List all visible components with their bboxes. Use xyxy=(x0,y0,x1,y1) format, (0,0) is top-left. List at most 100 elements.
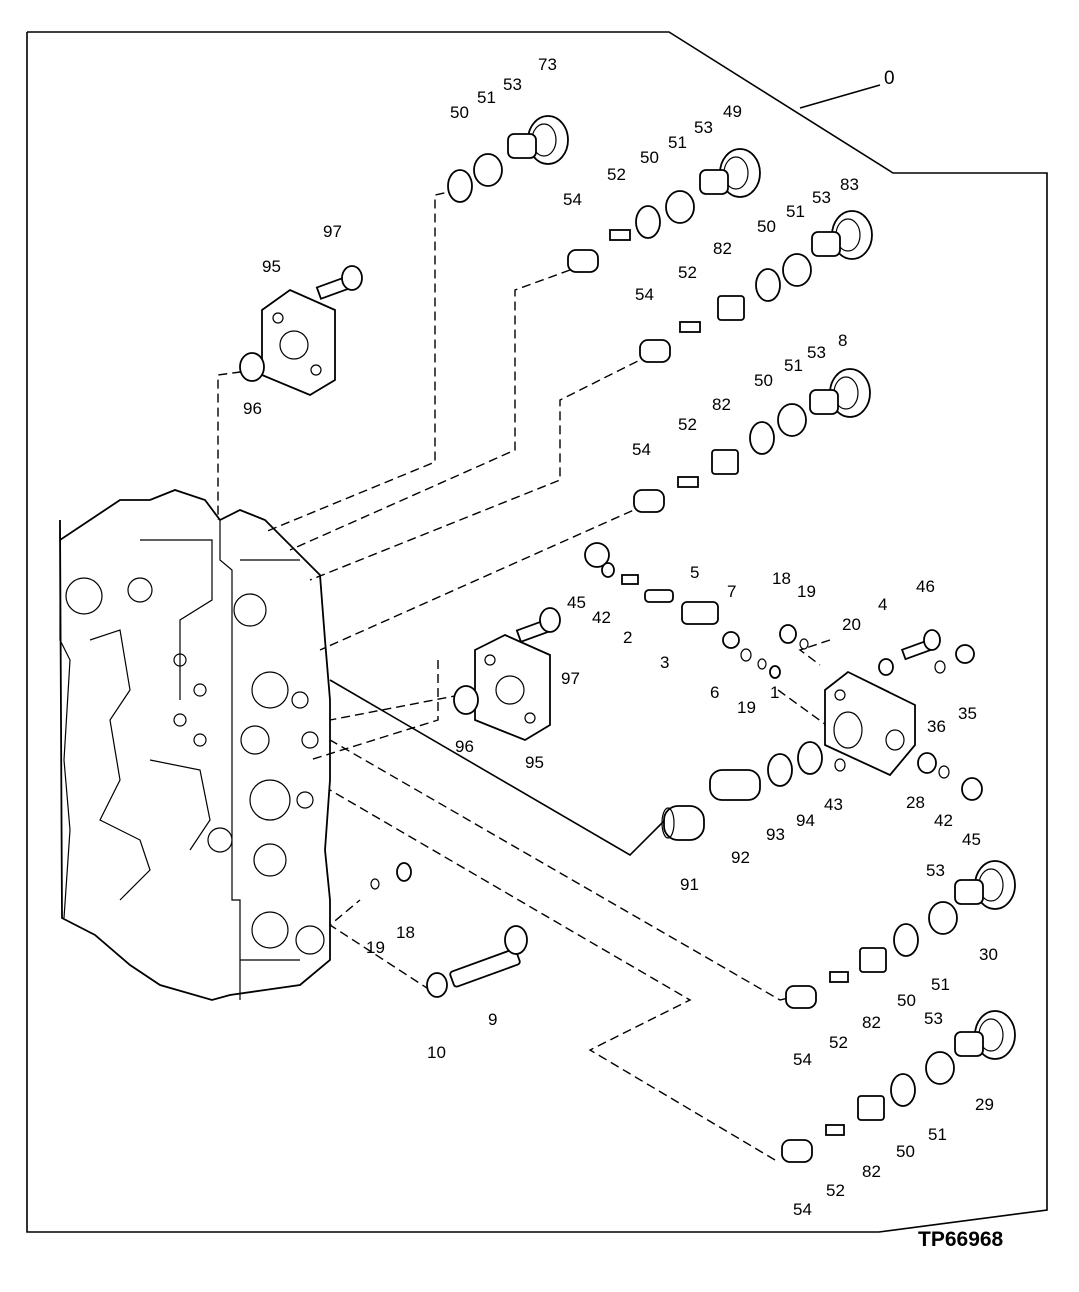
callout-label: 83 xyxy=(840,175,859,194)
o-ring-19 xyxy=(757,658,767,670)
callout-label: 95 xyxy=(262,257,281,276)
plug-35 xyxy=(955,644,975,664)
callout-label: 82 xyxy=(713,239,732,258)
callout-label: 7 xyxy=(727,582,736,601)
plug-cap-8 xyxy=(809,368,871,418)
callout-label: 52 xyxy=(829,1033,848,1052)
callout-label: 49 xyxy=(723,102,742,121)
callout-label: 8 xyxy=(838,331,847,350)
callout-label: 51 xyxy=(928,1125,947,1144)
valve-5 xyxy=(681,601,719,625)
drawing-code: TP66968 xyxy=(918,1228,1004,1251)
callout-label: 2 xyxy=(623,628,632,647)
callout-label: 97 xyxy=(323,222,342,241)
ring-7 xyxy=(722,631,740,649)
callout-label: 50 xyxy=(640,148,659,167)
callout-label: 10 xyxy=(427,1043,446,1062)
callout-label: 50 xyxy=(754,371,773,390)
callout-label: 53 xyxy=(807,343,826,362)
parts xyxy=(239,84,1016,1163)
plug-cap-30 xyxy=(954,860,1016,910)
o-ring-96 xyxy=(239,352,265,382)
callout-label: 46 xyxy=(916,577,935,596)
o-ring-50 xyxy=(893,923,919,957)
poppet-54 xyxy=(567,249,599,273)
poppet-54 xyxy=(781,1139,813,1163)
spring-52 xyxy=(679,321,701,333)
callout-label: 54 xyxy=(793,1200,812,1219)
backup-ring-51 xyxy=(665,190,695,224)
callout-label: 28 xyxy=(906,793,925,812)
callout-label: 51 xyxy=(668,133,687,152)
spring-92 xyxy=(709,769,761,801)
callout-label: 5 xyxy=(690,563,699,582)
callout-label: 82 xyxy=(862,1013,881,1032)
callout-label: 3 xyxy=(660,653,669,672)
poppet-54 xyxy=(633,489,665,513)
o-ring-19 xyxy=(370,878,380,890)
o-ring-93 xyxy=(767,753,793,787)
callout-label: 51 xyxy=(477,88,496,107)
callout-label: 94 xyxy=(796,811,815,830)
plug-45 xyxy=(961,777,983,801)
sleeve-82 xyxy=(711,449,739,475)
o-ring-42 xyxy=(601,562,615,578)
callout-label: 18 xyxy=(772,569,791,588)
callout-label: 96 xyxy=(243,399,262,418)
plug-cap-29 xyxy=(954,1010,1016,1060)
callout-label: 54 xyxy=(563,190,582,209)
frame-border xyxy=(26,31,1048,1233)
flange-plate-95-top xyxy=(261,288,336,397)
o-ring-42 xyxy=(938,765,950,779)
assembly-leader-0 xyxy=(799,84,881,109)
callout-label: 45 xyxy=(567,593,586,612)
backup-ring-94 xyxy=(797,741,823,775)
callout-label: 35 xyxy=(958,704,977,723)
callout-label: 18 xyxy=(396,923,415,942)
washer-10 xyxy=(426,972,448,998)
callout-label: 51 xyxy=(786,202,805,221)
bolt-9 xyxy=(449,925,528,988)
sleeve-82 xyxy=(859,947,887,973)
spring-52 xyxy=(825,1124,845,1136)
spring-52 xyxy=(829,971,849,983)
callout-label: 1 xyxy=(770,683,779,702)
callout-label: 53 xyxy=(694,118,713,137)
plug-cap-83 xyxy=(811,210,873,260)
poppet-54 xyxy=(639,339,671,363)
o-ring-50 xyxy=(635,205,661,239)
callout-label: 92 xyxy=(731,848,750,867)
callout-label: 52 xyxy=(678,415,697,434)
callout-label: 30 xyxy=(979,945,998,964)
callout-label: 43 xyxy=(824,795,843,814)
callout-label: 91 xyxy=(680,875,699,894)
spring-52 xyxy=(677,476,699,488)
callout-label: 53 xyxy=(812,188,831,207)
callout-label: 53 xyxy=(503,75,522,94)
callout-label: 97 xyxy=(561,669,580,688)
bolt-97-top xyxy=(315,265,363,300)
backup-ring-51 xyxy=(925,1051,955,1085)
callout-label: 82 xyxy=(712,395,731,414)
o-ring-43 xyxy=(834,758,846,772)
callout-label: 4 xyxy=(878,595,887,614)
ring-1 xyxy=(769,665,781,679)
callout-label: 52 xyxy=(678,263,697,282)
backup-ring-51 xyxy=(473,153,503,187)
callout-label: 19 xyxy=(366,938,385,957)
callout-label: 9 xyxy=(488,1010,497,1029)
bolt-46 xyxy=(900,629,941,661)
piston-91 xyxy=(661,805,705,841)
o-ring-96 xyxy=(453,685,479,715)
callout-label: 42 xyxy=(592,608,611,627)
callout-label: 50 xyxy=(897,991,916,1010)
callout-label: 52 xyxy=(826,1181,845,1200)
o-ring-50 xyxy=(755,268,781,302)
bolt-97-mid xyxy=(515,607,561,643)
callout-label: 52 xyxy=(607,165,626,184)
callout-label: 53 xyxy=(926,861,945,880)
plug-28 xyxy=(917,752,937,774)
callout-label: 19 xyxy=(797,582,816,601)
backup-ring-51 xyxy=(928,901,958,935)
